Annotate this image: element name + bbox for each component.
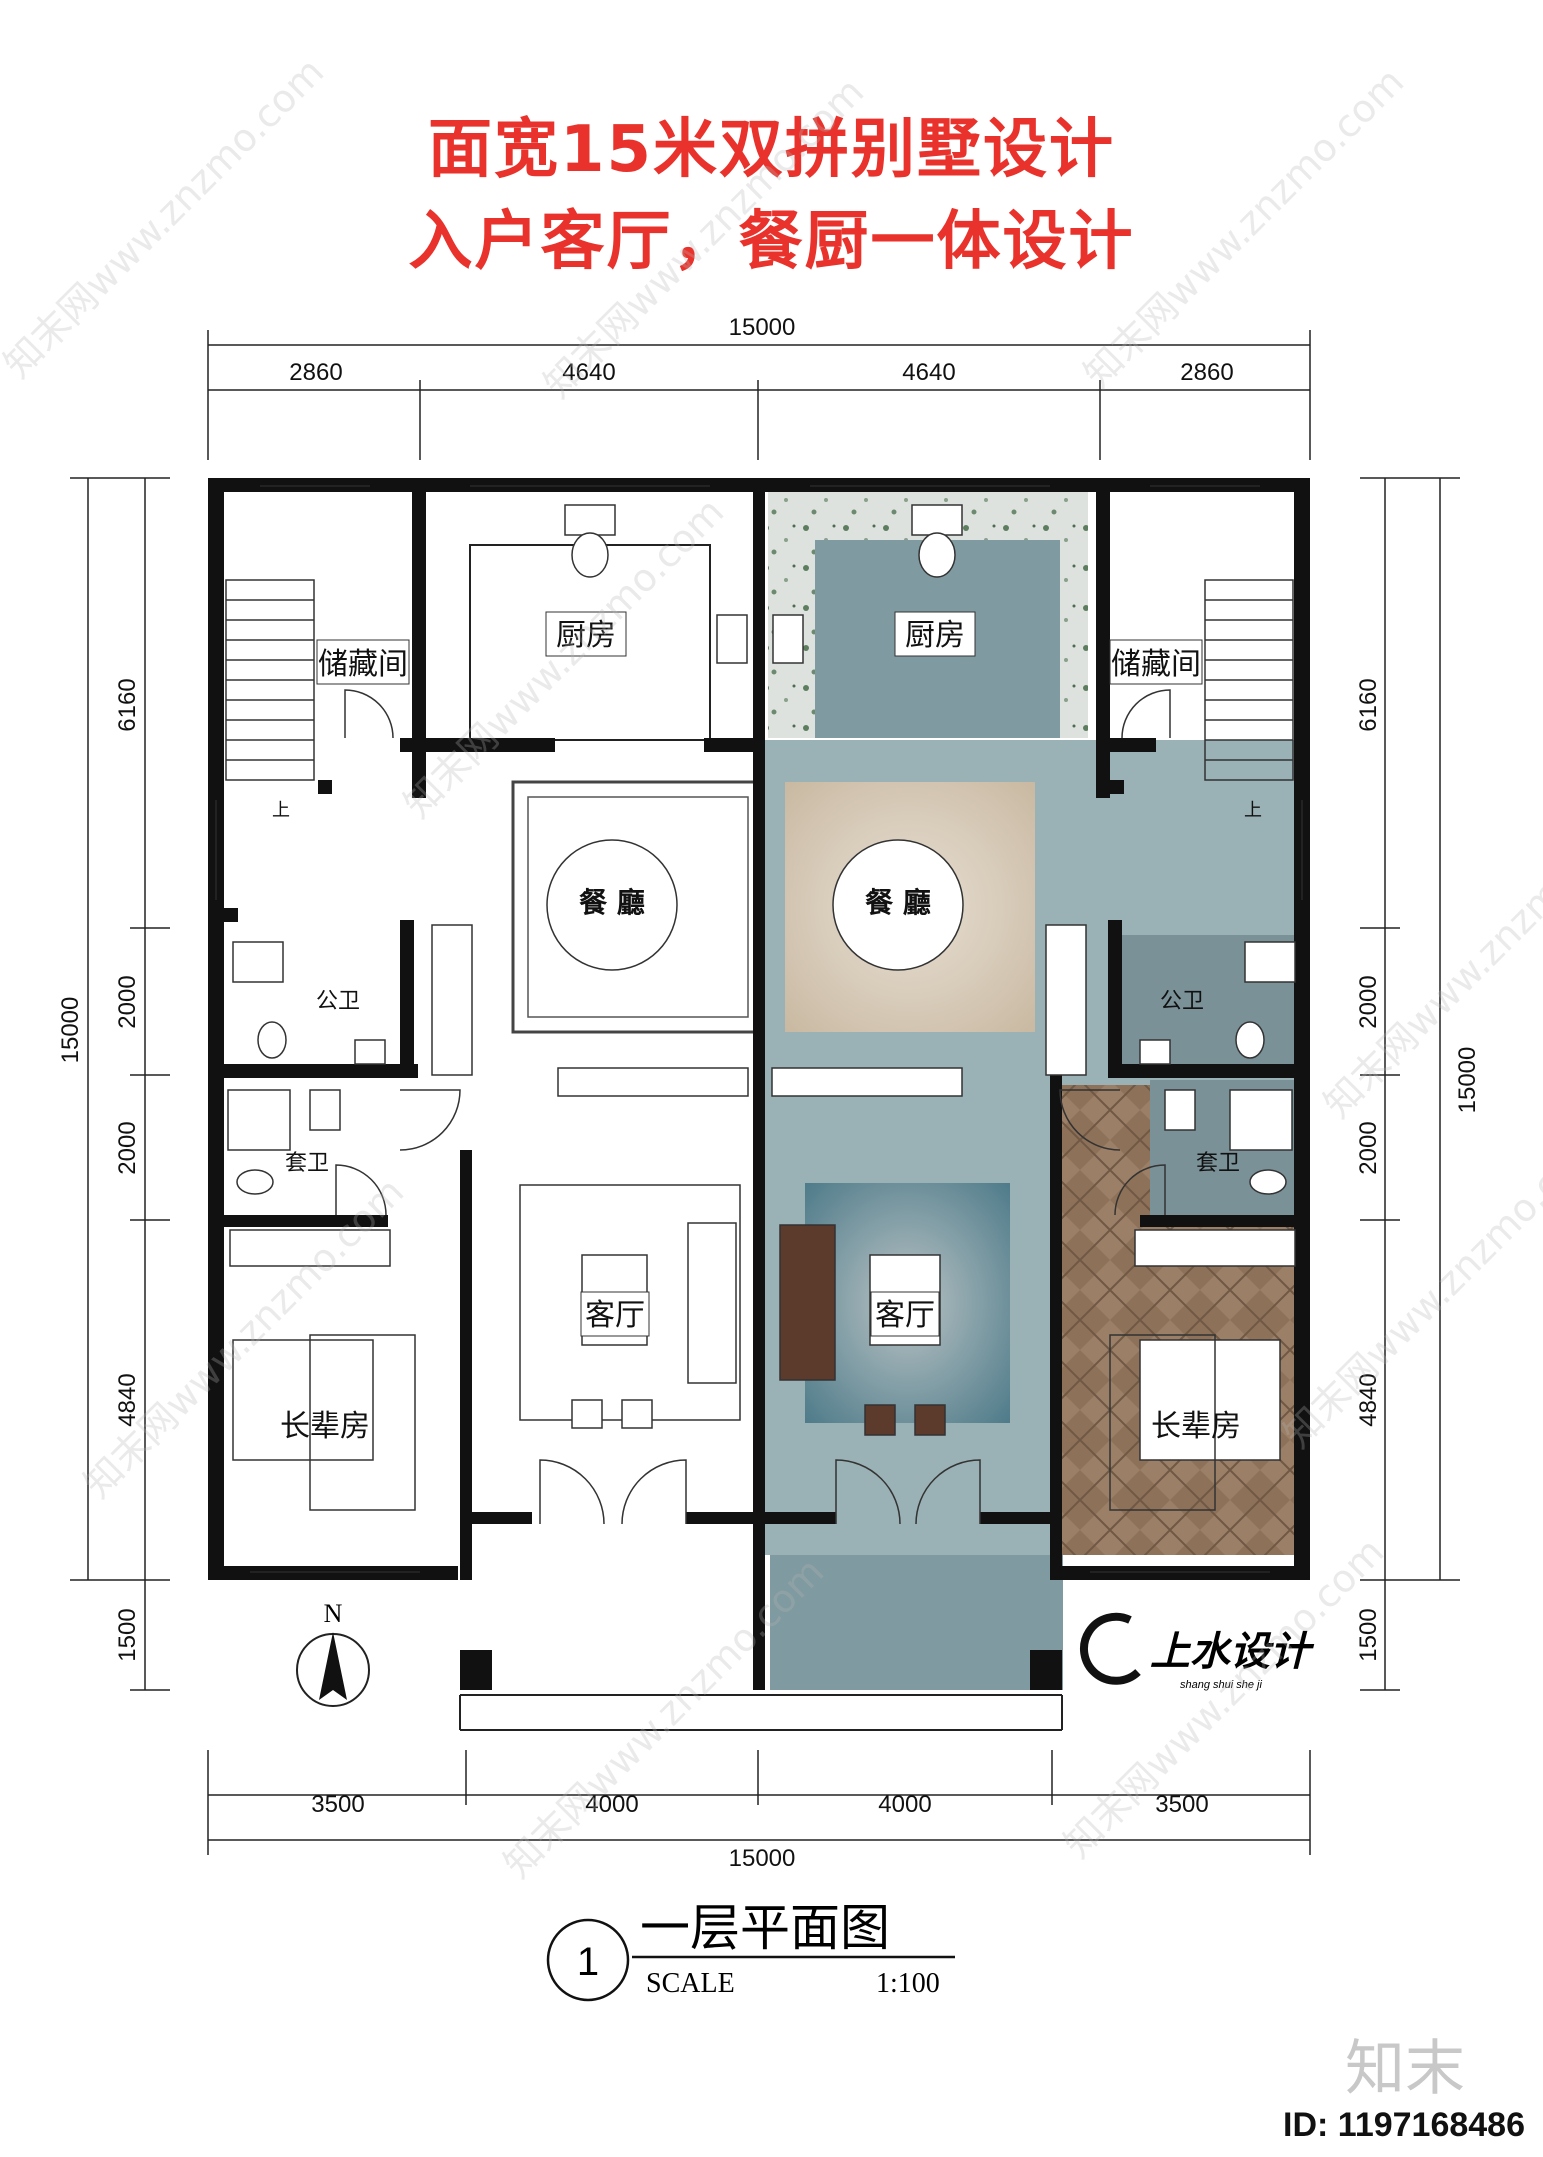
windows: [215, 485, 1303, 1731]
dim-right-4: 4840: [1355, 1373, 1382, 1426]
dim-top-3: 4640: [902, 359, 955, 386]
right-living-label: 客厅: [875, 1298, 935, 1333]
watermark-4: 知末网www.znzmo.com: [395, 489, 732, 826]
watermark-5: 知末网www.znzmo.com: [1315, 789, 1543, 1126]
stairs: [225, 579, 1294, 781]
dim-bottom-4: 3500: [1155, 1791, 1208, 1818]
dim-top-2: 4640: [562, 359, 615, 386]
logo-text: 上水设计: [1150, 1628, 1315, 1675]
right-porch-floor: [770, 1555, 1063, 1690]
left-dining-label: 餐 廳: [579, 886, 645, 919]
left-storage-label: 储藏间: [318, 647, 408, 682]
drawing-name: 一层平面图: [640, 1899, 890, 1957]
watermark-2: 知末网www.znzmo.com: [535, 69, 872, 406]
dim-bottom-1: 3500: [311, 1791, 364, 1818]
drawing-number: 1: [577, 1940, 599, 1984]
room-label-bgs: [316, 611, 1203, 1337]
left-kitchen-label: 厨房: [556, 618, 616, 653]
right-elder-room-label: 长辈房: [1151, 1409, 1241, 1444]
dim-left-1: 6160: [114, 678, 141, 731]
north-label: N: [324, 1599, 343, 1628]
right-ensuite-label: 套卫: [1196, 1151, 1240, 1176]
right-stair-up-label: 上: [1244, 800, 1262, 821]
left-stair-up-label: 上: [272, 800, 290, 821]
door-swings: [335, 689, 1171, 1525]
left-dining-ceiling-inner: [527, 796, 749, 1018]
dim-left-3: 2000: [114, 1121, 141, 1174]
dim-top-total: 15000: [729, 314, 796, 341]
title-line-1: 面宽15米双拼别墅设计: [427, 113, 1116, 187]
dim-right-5: 1500: [1355, 1608, 1382, 1661]
left-living-label: 客厅: [585, 1298, 645, 1333]
watermark-1: 知末网www.znzmo.com: [0, 49, 332, 386]
logo-subtext: shang shui she ji: [1180, 1679, 1262, 1691]
dim-bottom-total: 15000: [729, 1845, 796, 1872]
right-stair-floor: [1112, 765, 1297, 935]
watermark-7: 知末网www.znzmo.com: [1275, 1119, 1543, 1456]
left-ensuite-label: 套卫: [285, 1151, 329, 1176]
dim-bottom-3: 4000: [878, 1791, 931, 1818]
drawing-title-block: 1 一层平面图 SCALE 1:100: [546, 1899, 955, 2002]
scale-value: 1:100: [876, 1968, 940, 1999]
dim-right-1: 6160: [1355, 678, 1382, 731]
designer-logo: 上水设计 shang shui she ji: [1080, 1612, 1315, 1691]
right-public-bath-label: 公卫: [1160, 989, 1204, 1014]
dim-right-3: 2000: [1355, 1121, 1382, 1174]
floor-fills: [469, 480, 1300, 1690]
scale-label: SCALE: [646, 1968, 735, 1999]
left-public-bath-label: 公卫: [316, 989, 360, 1014]
dim-right-total: 15000: [1454, 1047, 1481, 1114]
dim-left-2: 2000: [114, 975, 141, 1028]
title-line-2: 入户客厅，餐厨一体设计: [408, 205, 1135, 279]
watermark-8: 知末网www.znzmo.com: [495, 1549, 832, 1886]
walls: [208, 478, 1310, 1690]
dimension-lines: [70, 330, 1460, 1855]
right-dining-label: 餐 廳: [865, 886, 931, 919]
north-arrow: N: [296, 1599, 370, 1707]
image-id: ID: 1197168486: [1283, 2106, 1525, 2144]
right-kitchen-label: 厨房: [905, 618, 965, 653]
dim-left-5: 1500: [114, 1608, 141, 1661]
right-storage-label: 储藏间: [1111, 647, 1201, 682]
left-elder-room-label: 长辈房: [280, 1409, 370, 1444]
logo-swirl-icon: [1080, 1612, 1141, 1685]
dim-top-1: 2860: [289, 359, 342, 386]
brand-watermark: 知末: [1345, 2034, 1465, 2104]
dim-bottom-2: 4000: [585, 1791, 638, 1818]
dim-right-2: 2000: [1355, 975, 1382, 1028]
dim-top-4: 2860: [1180, 359, 1233, 386]
dim-left-total: 15000: [57, 997, 84, 1064]
north-arrow-icon: [319, 1632, 347, 1700]
drawing-number-circle: [546, 1918, 630, 2002]
watermark-3: 知末网www.znzmo.com: [1075, 59, 1412, 396]
dim-left-4: 4840: [114, 1373, 141, 1426]
